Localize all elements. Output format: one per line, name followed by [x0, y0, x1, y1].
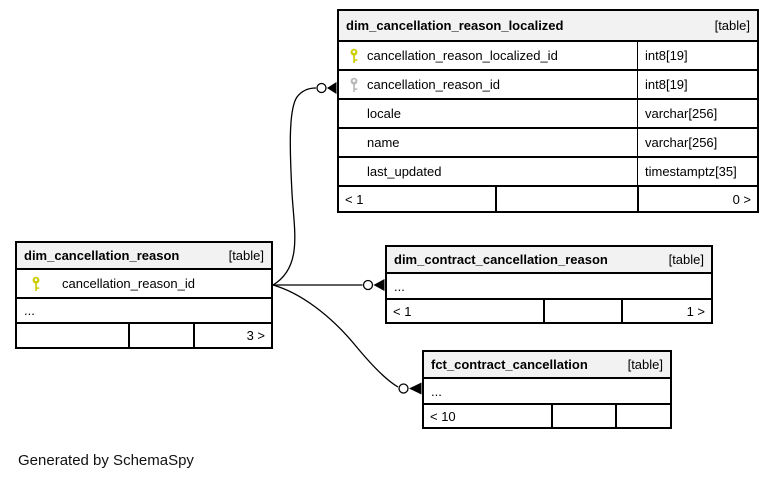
table-header: dim_cancellation_reason [table]: [17, 243, 271, 270]
column-name: locale: [367, 106, 401, 121]
table-title-dim_cancellation_reason_localized[interactable]: dim_cancellation_reason_localized: [346, 18, 564, 33]
table-footer: < 1 1 >: [387, 300, 711, 322]
table-footer: 3 >: [17, 324, 271, 347]
zero-circle-localized: [316, 82, 327, 94]
table-tag: [table]: [228, 248, 264, 263]
crowfoot-fct: [409, 382, 422, 395]
column-name: name: [367, 135, 400, 150]
column-type: varchar[256]: [637, 129, 757, 156]
footer-spacer: [495, 187, 637, 211]
table-footer: < 1 0 >: [339, 187, 757, 211]
column-row: cancellation_reason_id int8[19]: [339, 71, 757, 100]
column-row: cancellation_reason_id: [17, 270, 271, 299]
zero-circle-fct: [398, 383, 409, 394]
table-header: fct_contract_cancellation [table]: [424, 352, 670, 379]
table-dim_cancellation_reason: dim_cancellation_reason [table] cancella…: [15, 241, 273, 349]
columns-ellipsis: ...: [387, 274, 711, 300]
generated-by-note: Generated by SchemaSpy: [18, 452, 194, 469]
column-type: int8[19]: [637, 71, 757, 98]
table-title-fct_contract_cancellation[interactable]: fct_contract_cancellation: [431, 357, 588, 372]
table-fct_contract_cancellation: fct_contract_cancellation [table] ... < …: [422, 350, 672, 429]
primary-key-icon: [31, 276, 62, 292]
footer-children-count: [615, 405, 670, 427]
footer-spacer: [543, 300, 621, 322]
footer-spacer: [128, 324, 193, 347]
columns-ellipsis: ...: [17, 299, 271, 324]
crowfoot-localized: [327, 82, 337, 94]
column-name: cancellation_reason_localized_id: [367, 48, 558, 63]
column-name: cancellation_reason_id: [62, 276, 195, 291]
column-type: int8[19]: [637, 42, 757, 69]
edge-reason-to-fct: [272, 284, 399, 388]
table-tag: [table]: [668, 252, 704, 267]
table-tag: [table]: [627, 357, 663, 372]
footer-parents-count: [17, 324, 128, 347]
footer-parents-count: < 1: [393, 303, 412, 319]
column-row: cancellation_reason_localized_id int8[19…: [339, 42, 757, 71]
column-type: varchar[256]: [637, 100, 757, 127]
table-title-dim_contract_cancellation_reason[interactable]: dim_contract_cancellation_reason: [394, 252, 608, 267]
foreign-key-icon: [349, 77, 367, 93]
footer-parents-count: < 1: [345, 191, 364, 207]
table-footer: < 10: [424, 405, 670, 427]
footer-children-count: 1 >: [621, 300, 711, 322]
table-dim_cancellation_reason_localized: dim_cancellation_reason_localized [table…: [337, 9, 759, 213]
table-tag: [table]: [714, 18, 750, 33]
columns-ellipsis: ...: [424, 379, 670, 405]
crowfoot-contract-reason: [373, 279, 385, 291]
column-name: last_updated: [367, 164, 442, 179]
table-header: dim_cancellation_reason_localized [table…: [339, 11, 757, 42]
table-title-dim_cancellation_reason[interactable]: dim_cancellation_reason: [24, 248, 180, 263]
column-row: name varchar[256]: [339, 129, 757, 158]
edge-reason-to-localized: [272, 87, 317, 286]
zero-circle-contract-reason: [362, 279, 374, 291]
column-name: cancellation_reason_id: [367, 77, 500, 92]
primary-key-icon: [349, 48, 367, 64]
table-dim_contract_cancellation_reason: dim_contract_cancellation_reason [table]…: [385, 245, 713, 324]
footer-children-count: 3 >: [193, 324, 271, 347]
footer-spacer: [551, 405, 615, 427]
table-header: dim_contract_cancellation_reason [table]: [387, 247, 711, 274]
column-type: timestamptz[35]: [637, 158, 757, 185]
column-row: locale varchar[256]: [339, 100, 757, 129]
footer-parents-count: < 10: [430, 408, 456, 424]
footer-children-count: 0 >: [637, 187, 757, 211]
column-row: last_updated timestamptz[35]: [339, 158, 757, 187]
